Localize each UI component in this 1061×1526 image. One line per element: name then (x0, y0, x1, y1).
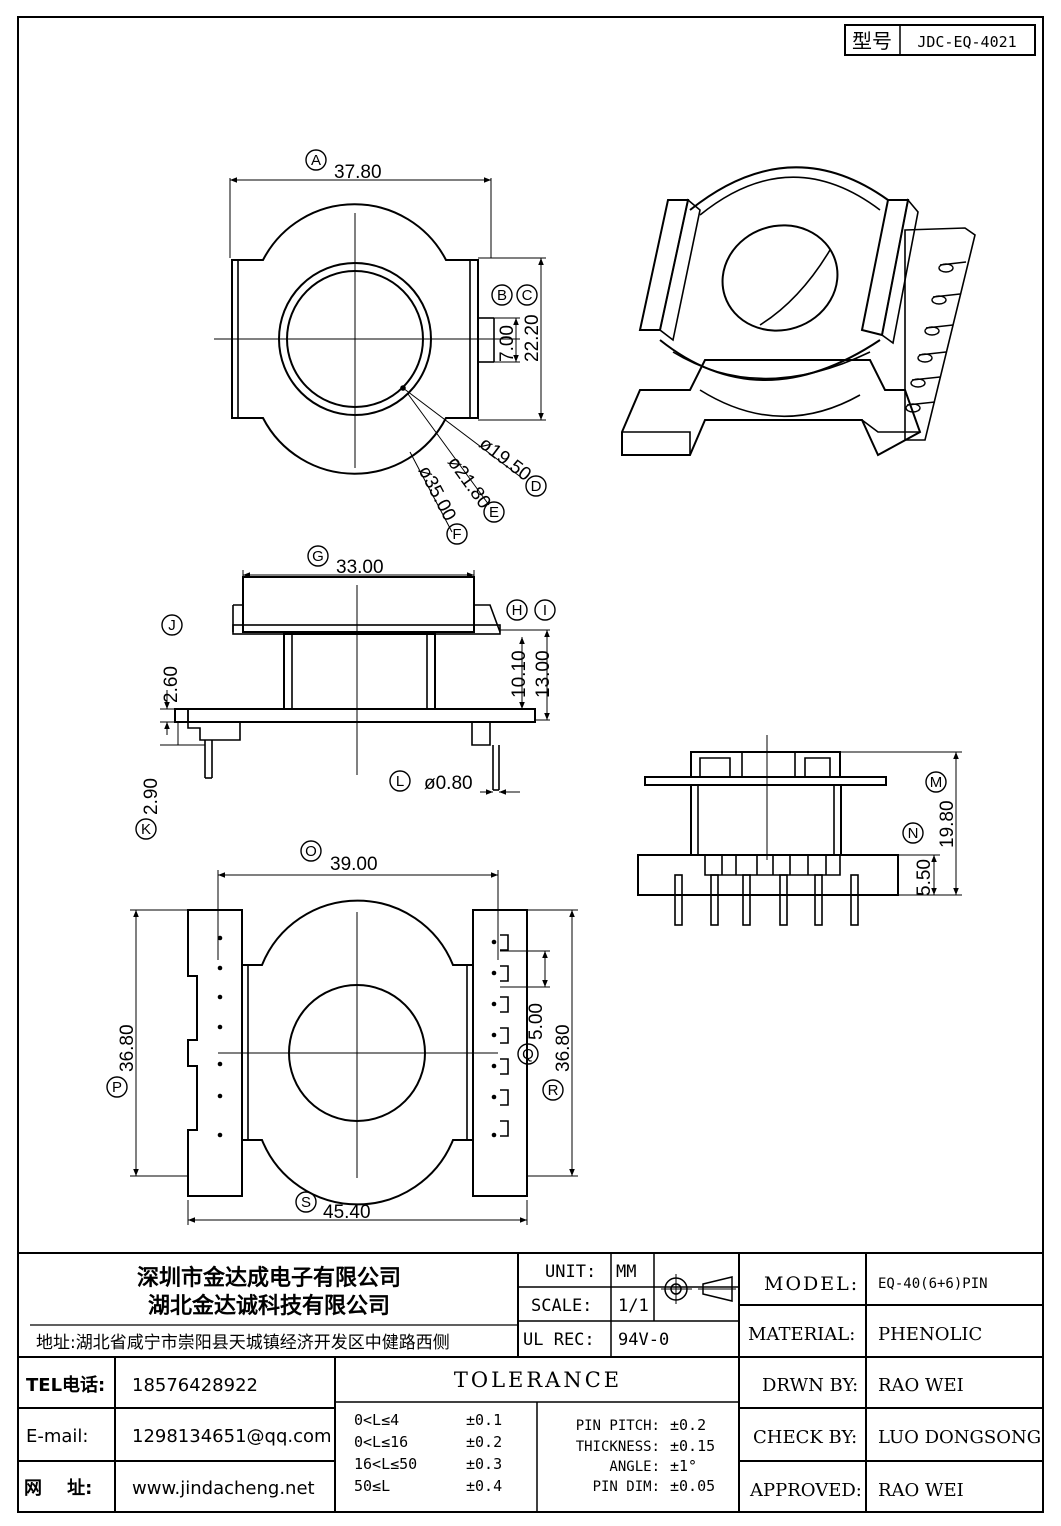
drawn-by-label: DRWN BY: (762, 1375, 858, 1396)
bottom-view-dim-text: 39.00 36.80 5.00 36.80 45.40 (117, 854, 574, 1223)
scale-label: SCALE: (531, 1296, 592, 1316)
spec-pin-pitch-label: PIN PITCH: (576, 1418, 660, 1434)
dim-s-value: 45.40 (323, 1202, 371, 1223)
tolerance-range-4: 50≤L (354, 1477, 390, 1495)
dimension-bubbles (106, 149, 947, 1213)
bubble-o: O (305, 843, 317, 860)
outer-frame (17, 16, 1044, 1513)
bubble-p: P (112, 1079, 122, 1096)
spec-angle-label: ANGLE: (609, 1459, 660, 1475)
bottom-view-pins (217, 935, 497, 1138)
tolerance-value-2: ±0.2 (466, 1433, 502, 1451)
dim-r-value: 36.80 (553, 1024, 574, 1072)
dim-c-value: 22.20 (522, 314, 543, 362)
dim-a-value: 37.80 (334, 162, 382, 183)
spec-thickness-label: THICKNESS: (576, 1439, 660, 1455)
material-value: PHENOLIC (878, 1324, 982, 1345)
check-by-value: LUO DONGSONG (878, 1427, 1041, 1448)
drawn-by-value: RAO WEI (878, 1375, 964, 1396)
tolerance-value-4: ±0.4 (466, 1477, 502, 1495)
model-header-box: 型号 JDC-EQ-4021 (844, 24, 1036, 56)
email-label: E-mail: (26, 1426, 89, 1447)
model-value: EQ-40(6+6)PIN (878, 1276, 988, 1292)
top-view (214, 177, 546, 533)
unit-value: MM (616, 1262, 636, 1282)
top-view-dim-text: 37.80 7.00 22.20 ø19.50 ø21.80 ø35.00 (334, 162, 543, 525)
email-value: 1298134651@qq.com (132, 1426, 332, 1447)
bubble-i: I (543, 602, 547, 619)
spec-pin-dim-value: ±0.05 (670, 1477, 715, 1495)
end-view-dim-text: 19.80 5.50 (914, 800, 958, 896)
spec-thickness-value: ±0.15 (670, 1437, 715, 1455)
bubble-n: N (908, 825, 919, 842)
tolerance-range-3: 16<L≤50 (354, 1455, 417, 1473)
end-view (637, 735, 962, 926)
bubble-j: J (168, 617, 176, 634)
bubble-c: C (522, 287, 533, 304)
dim-p-value: 36.80 (117, 1024, 138, 1072)
title-block-lines (18, 1252, 1043, 1512)
dim-j-value: 2.60 (161, 666, 182, 703)
bubble-r: R (548, 1082, 559, 1099)
approved-label: APPROVED: (749, 1480, 862, 1501)
dim-h-value: 10.10 (509, 650, 530, 698)
projection-symbol-icon (661, 1274, 736, 1304)
dim-n-value: 5.50 (914, 859, 935, 896)
dim-b-value: 7.00 (497, 325, 518, 362)
model-label: MODEL: (764, 1273, 859, 1295)
bubble-g: G (312, 548, 324, 565)
approved-value: RAO WEI (878, 1480, 964, 1501)
bubble-a: A (311, 152, 321, 169)
tolerance-value-3: ±0.3 (466, 1455, 502, 1473)
dim-d-value: ø19.50 (475, 433, 535, 485)
bubble-d: D (531, 478, 542, 495)
model-header-code: JDC-EQ-4021 (917, 33, 1016, 51)
check-by-label: CHECK BY: (753, 1427, 857, 1448)
side-view-dim-text: 33.00 10.10 13.00 2.60 2.90 ø0.80 (141, 557, 554, 815)
bubble-b: B (497, 287, 507, 304)
web-value: www.jindacheng.net (132, 1478, 315, 1499)
dim-q-value: 5.00 (526, 1003, 547, 1040)
bubble-s: S (301, 1194, 311, 1211)
bubble-h: H (512, 602, 523, 619)
dim-m-value: 19.80 (937, 800, 958, 848)
tolerance-range-1: 0<L≤4 (354, 1411, 399, 1429)
scale-value: 1/1 (618, 1296, 649, 1316)
company-name-2: 湖北金达诚科技有限公司 (148, 1293, 390, 1319)
bubble-q: Q (522, 1046, 534, 1063)
ulrec-label: UL REC: (523, 1330, 595, 1350)
dim-o-value: 39.00 (330, 854, 378, 875)
dim-i-value: 13.00 (533, 650, 554, 698)
bubble-letters: A B C D E F G H I J K L M N O P Q R S (112, 152, 942, 1211)
company-address: 地址:湖北省咸宁市崇阳县天城镇经济开发区中健路西侧 (36, 1333, 450, 1353)
side-view (160, 570, 550, 795)
bottom-view (130, 870, 578, 1225)
isometric-view (621, 166, 976, 457)
spec-angle-value: ±1° (670, 1457, 697, 1475)
ulrec-value: 94V-0 (618, 1330, 669, 1350)
tel-value: 18576428922 (132, 1375, 258, 1396)
tolerance-value-1: ±0.1 (466, 1411, 502, 1429)
unit-label: UNIT: (545, 1262, 596, 1282)
bubble-k: K (141, 821, 151, 838)
bubble-f: F (452, 526, 461, 543)
bubble-l: L (396, 773, 404, 790)
tolerance-range-2: 0<L≤16 (354, 1433, 408, 1451)
tel-label: TEL电话: (26, 1374, 105, 1396)
dim-l-value: ø0.80 (424, 773, 473, 794)
tolerance-title: TOLERANCE (454, 1368, 622, 1392)
material-label: MATERIAL: (748, 1324, 855, 1345)
title-block-text: 深圳市金达成电子有限公司 湖北金达诚科技有限公司 地址:湖北省咸宁市崇阳县天城镇… (24, 1262, 1041, 1501)
company-name-1: 深圳市金达成电子有限公司 (137, 1265, 401, 1291)
bubble-m: M (930, 774, 943, 791)
bubble-e: E (489, 504, 499, 521)
model-header-label: 型号 (852, 29, 892, 53)
spec-pin-pitch-value: ±0.2 (670, 1416, 706, 1434)
web-label: 网 址: (24, 1478, 92, 1499)
spec-pin-dim-label: PIN DIM: (593, 1479, 660, 1495)
dim-k-value: 2.90 (141, 778, 162, 815)
dim-g-value: 33.00 (336, 557, 384, 578)
